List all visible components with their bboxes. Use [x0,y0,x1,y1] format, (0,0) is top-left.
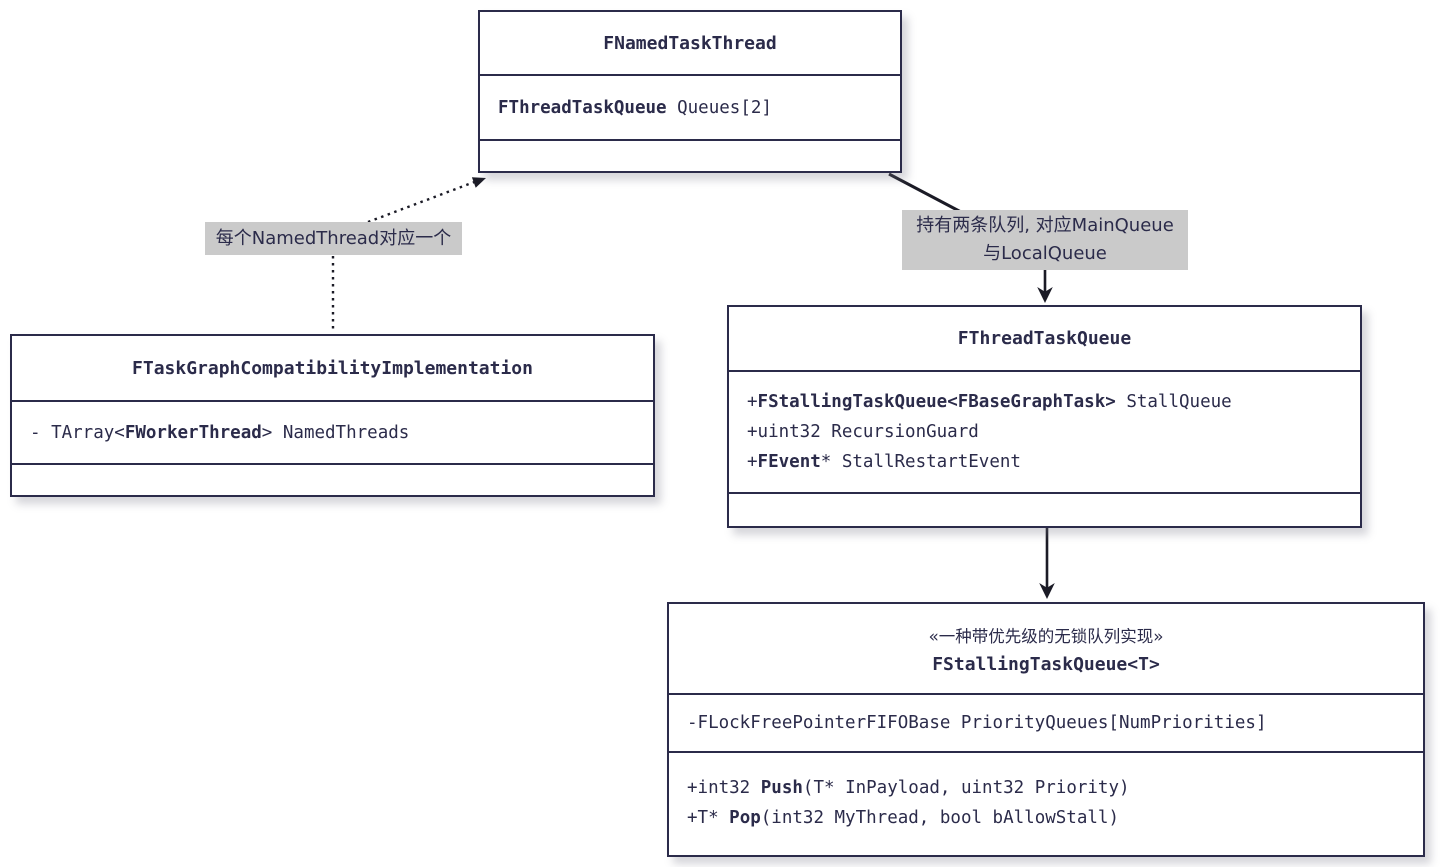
class-methods-empty [480,139,900,171]
dependency-edge-diagonal [367,179,478,224]
method-row: +int32 Push(T* InPayload, uint32 Priorit… [687,778,1130,798]
edge-label-per-namedthread: 每个NamedThread对应一个 [205,222,462,255]
class-attributes: +FStallingTaskQueue<FBaseGraphTask> Stal… [729,370,1360,492]
attribute-row: FThreadTaskQueue Queues[2] [498,97,772,118]
class-stereotype-label: «一种带优先级的无锁队列实现» [928,626,1164,646]
class-name-label: FNamedTaskThread [603,32,777,54]
edge-label-text: 持有两条队列, 对应MainQueue [916,215,1174,236]
attribute-row: +FEvent* StallRestartEvent [747,452,1021,472]
class-box-fnamedtaskthread: FNamedTaskThread FThreadTaskQueue Queues… [478,10,902,173]
class-title: FNamedTaskThread [480,12,900,74]
attribute-row: +uint32 RecursionGuard [747,422,979,442]
association-edge-diagonal [888,172,962,214]
class-title: «一种带优先级的无锁队列实现» FStallingTaskQueue<T> [669,604,1423,693]
class-name-label: FStallingTaskQueue<T> [932,653,1160,675]
class-methods-empty [729,492,1360,526]
class-title: FThreadTaskQueue [729,307,1360,370]
dependency-arrowhead-icon [471,177,486,188]
class-box-fstallingtaskqueue: «一种带优先级的无锁队列实现» FStallingTaskQueue<T> -F… [667,602,1425,857]
edge-label-text: 与LocalQueue [983,243,1107,264]
edge-label-text: 每个NamedThread对应一个 [215,227,452,249]
class-attributes: -FLockFreePointerFIFOBase PriorityQueues… [669,693,1423,751]
association-arrowhead-icon [1039,583,1055,599]
edge-label-two-queues: 持有两条队列, 对应MainQueue 与LocalQueue [902,210,1188,270]
class-attributes: - TArray<FWorkerThread> NamedThreads [12,400,653,463]
class-name-label: FThreadTaskQueue [957,328,1132,349]
class-methods-empty [12,463,653,495]
attribute-row: +FStallingTaskQueue<FBaseGraphTask> Stal… [747,392,1232,412]
attribute-row: - TArray<FWorkerThread> NamedThreads [30,422,410,443]
class-name-label: FTaskGraphCompatibilityImplementation [132,357,533,379]
class-methods: +int32 Push(T* InPayload, uint32 Priorit… [669,751,1423,853]
attribute-row: -FLockFreePointerFIFOBase PriorityQueues… [687,713,1267,733]
class-attributes: FThreadTaskQueue Queues[2] [480,74,900,139]
association-arrowhead-icon [1037,287,1053,303]
class-box-fthreadtaskqueue: FThreadTaskQueue +FStallingTaskQueue<FBa… [727,305,1362,528]
method-row: +T* Pop(int32 MyThread, bool bAllowStall… [687,808,1119,828]
class-title: FTaskGraphCompatibilityImplementation [12,336,653,400]
class-box-ftaskgraphcompatibilityimplementation: FTaskGraphCompatibilityImplementation - … [10,334,655,497]
